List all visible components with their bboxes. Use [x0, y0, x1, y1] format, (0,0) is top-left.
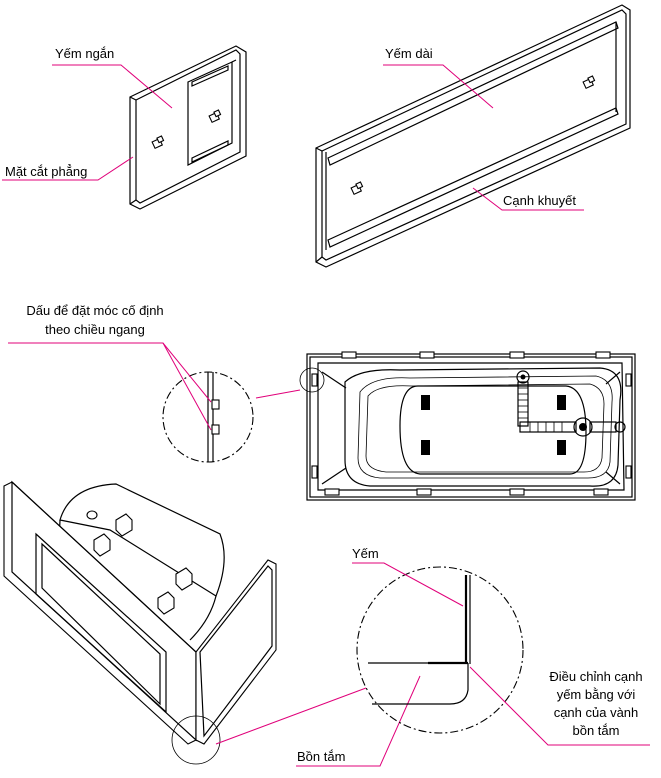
- detail-circle-corner: [356, 566, 524, 734]
- short-apron-clip-1-icon: [151, 135, 165, 150]
- label-dieu-chinh-line2: yếm bằng với: [556, 687, 636, 702]
- leader-detail-corner: [215, 687, 367, 745]
- leader-yem-dai: [383, 64, 494, 109]
- label-canh-khuyet: Cạnh khuyết: [503, 193, 576, 208]
- leader-detail-tub: [255, 389, 301, 399]
- leader-dau-de-dat: [8, 342, 212, 403]
- long-apron-panel: [315, 4, 631, 268]
- label-dau-de-dat-line1: Dấu để đặt móc cố định: [26, 303, 164, 318]
- leader-dieu-chinh: [469, 666, 650, 746]
- label-bon-tam: Bồn tắm: [297, 749, 346, 764]
- detail-circle-marks: [162, 371, 254, 463]
- label-yem: Yếm: [352, 546, 379, 561]
- long-apron-clip-1-icon: [350, 181, 364, 196]
- detail-marker-corner: [171, 715, 221, 765]
- leader-mat-cat-phang: [2, 156, 134, 181]
- detail-marker-tub: [299, 367, 325, 393]
- bathtub-isometric: [3, 480, 277, 765]
- long-apron-clip-2-icon: [582, 75, 596, 90]
- label-dieu-chinh-line3: cạnh của vành: [553, 705, 639, 720]
- leader-bon-tam: [296, 675, 421, 767]
- leader-yem-ngan: [52, 64, 173, 109]
- drain-pipe-icon: [516, 370, 626, 437]
- leader-canh-khuyet: [472, 187, 584, 211]
- label-dieu-chinh-line4: bồn tắm: [572, 723, 620, 738]
- label-dau-de-dat-line2: theo chiều ngang: [45, 322, 145, 337]
- label-mat-cat-phang: Mặt cắt phẳng: [5, 164, 88, 179]
- bathtub-top-view: [299, 351, 636, 501]
- short-apron-clip-2-icon: [208, 109, 222, 124]
- label-dieu-chinh-line1: Điều chỉnh cạnh: [549, 669, 643, 684]
- label-yem-dai: Yếm dài: [385, 46, 433, 61]
- leader-yem: [352, 562, 464, 607]
- label-yem-ngan: Yếm ngắn: [55, 46, 115, 61]
- short-apron-panel: [129, 45, 247, 210]
